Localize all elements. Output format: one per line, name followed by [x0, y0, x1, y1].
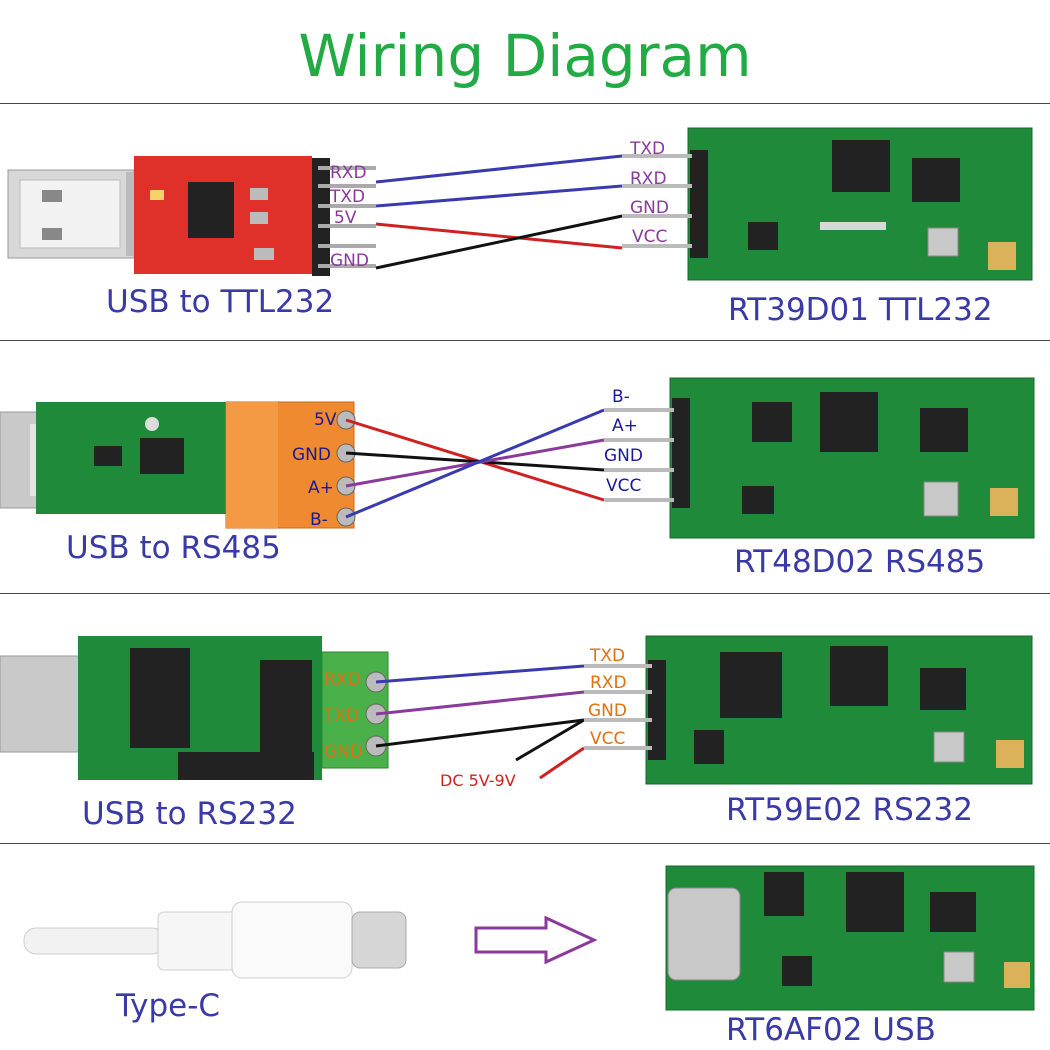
rt48d02-board — [669, 377, 1035, 539]
rt59e02-board — [645, 635, 1033, 785]
s1-right-label-vcc: VCC — [632, 227, 668, 247]
green-terminal-block — [321, 651, 389, 769]
s1-left-label-5v: 5V — [334, 208, 357, 228]
s1-left-label-gnd: GND — [330, 251, 369, 271]
s2-right-label-gnd: GND — [604, 446, 643, 466]
section1-wires — [375, 154, 692, 270]
rt39d01-board — [687, 127, 1033, 281]
rt6af02-board — [665, 865, 1035, 1011]
s3-left-label-gnd: GND — [324, 742, 363, 762]
s2-left-label-b-minus: B- — [310, 510, 328, 530]
s1-right-caption: RT39D01 TTL232 — [728, 292, 993, 328]
orange-terminal-block — [225, 401, 356, 529]
red-board-header — [312, 158, 376, 276]
s2-right-label-a-plus: A+ — [612, 416, 638, 436]
type-c-cable — [23, 901, 407, 979]
section2-wires — [345, 408, 674, 519]
s2-left-caption: USB to RS485 — [66, 530, 281, 566]
s3-right-label-rxd: RXD — [590, 673, 627, 693]
s3-right-label-gnd: GND — [588, 701, 627, 721]
s2-left-label-a-plus: A+ — [308, 478, 334, 498]
s1-left-label-txd: TXD — [330, 187, 366, 207]
s1-right-label-rxd: RXD — [630, 169, 667, 189]
usb-a-plug — [7, 169, 136, 259]
s2-right-label-vcc: VCC — [606, 476, 642, 496]
section-divider — [0, 103, 1050, 104]
s3-right-label-txd: TXD — [590, 646, 626, 666]
section3-wires — [375, 664, 652, 780]
s3-left-label-rxd: RXD — [324, 670, 361, 690]
section-divider — [0, 340, 1050, 341]
s4-right-caption: RT6AF02 USB — [726, 1012, 936, 1048]
section-divider — [0, 593, 1050, 594]
s2-right-label-b-minus: B- — [612, 387, 630, 407]
s1-right-label-txd: TXD — [630, 139, 666, 159]
s2-left-label-5v: 5V — [314, 410, 337, 430]
s1-left-caption: USB to TTL232 — [106, 284, 335, 320]
s3-left-caption: USB to RS232 — [82, 796, 297, 832]
s3-right-caption: RT59E02 RS232 — [726, 792, 973, 828]
s3-right-label-vcc: VCC — [590, 729, 626, 749]
s1-left-label-rxd: RXD — [330, 163, 367, 183]
usb-rs485-board — [36, 402, 226, 514]
s1-right-label-gnd: GND — [630, 198, 669, 218]
usb-rs232-board — [78, 636, 322, 780]
usb-ttl-red-board — [134, 156, 312, 274]
s2-left-label-gnd: GND — [292, 445, 331, 465]
section-divider — [0, 843, 1050, 844]
arrow-icon — [474, 915, 598, 965]
s4-left-caption: Type-C — [116, 988, 221, 1024]
s3-power-label: DC 5V-9V — [440, 771, 516, 790]
page-title: Wiring Diagram — [298, 22, 752, 90]
s3-left-label-txd: TXD — [324, 706, 360, 726]
s2-right-caption: RT48D02 RS485 — [734, 544, 986, 580]
